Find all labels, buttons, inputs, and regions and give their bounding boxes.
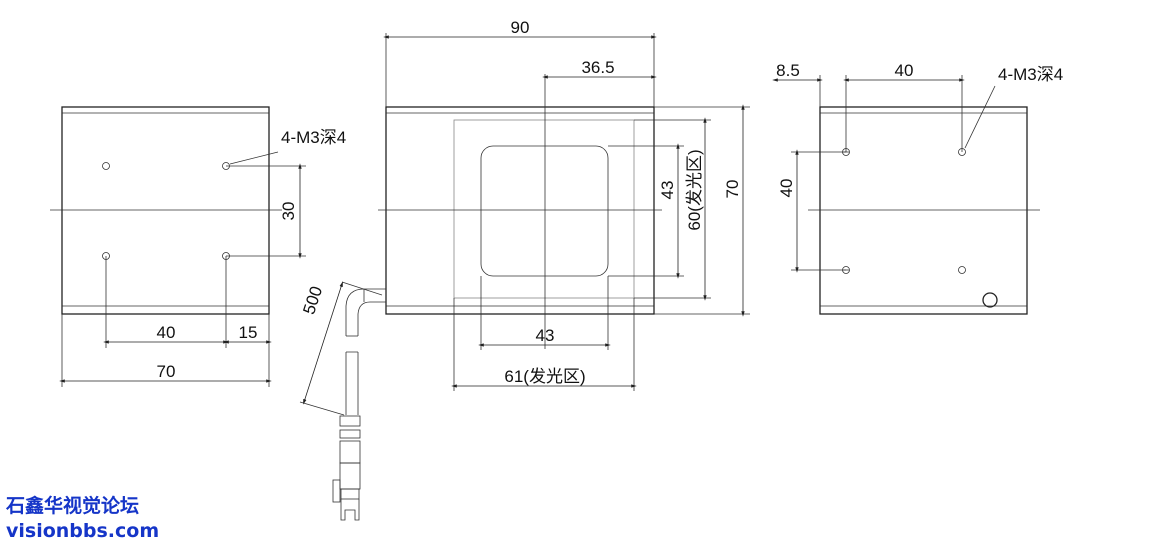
left-body	[61, 106, 270, 315]
left-view: 30 40 15 70 4-M3深4	[50, 106, 346, 387]
hole-note-label: 4-M3深4	[998, 65, 1063, 84]
leader-line	[964, 85, 996, 149]
dim-offset-label: 36.5	[581, 58, 614, 77]
dim-window-w-label: 43	[536, 326, 555, 345]
hole-note-label: 4-M3深4	[281, 128, 346, 147]
dim-emit-h-label: 60(发光区)	[685, 149, 704, 230]
connector	[332, 415, 361, 521]
front-body	[385, 106, 655, 315]
mounting-holes	[102, 162, 230, 260]
cable-port	[982, 292, 998, 308]
window	[480, 145, 609, 277]
dim-height-label: 70	[723, 180, 742, 199]
dim-edge-label: 15	[239, 323, 258, 342]
dim-edge-label: 8.5	[776, 61, 800, 80]
dim-hole-spacing-label: 40	[895, 61, 914, 80]
emit-area	[453, 119, 635, 299]
dim-window-h-label: 43	[658, 181, 677, 200]
dim-vertical-label: 30	[279, 202, 298, 221]
dim-cable-label: 500	[299, 284, 326, 317]
right-body	[819, 106, 1028, 315]
cable	[332, 288, 386, 521]
watermark-title: 石鑫华视觉论坛	[6, 495, 140, 517]
leader-line	[229, 151, 279, 165]
front-view: 90 36.5 43 60(发光区) 70 43 61(发光区)	[299, 18, 750, 521]
dim-width-label: 90	[511, 18, 530, 37]
dim-width-label: 70	[157, 362, 176, 381]
watermark-url: visionbbs.com	[6, 520, 160, 542]
right-view: 8.5 40 40 4-M3深4	[772, 61, 1063, 315]
dim-hole-spacing-label: 40	[157, 323, 176, 342]
dim-vertical-label: 40	[777, 179, 796, 198]
dim-cable-line	[303, 281, 343, 405]
mounting-holes	[842, 148, 966, 274]
dim-emit-w-label: 61(发光区)	[504, 367, 585, 386]
